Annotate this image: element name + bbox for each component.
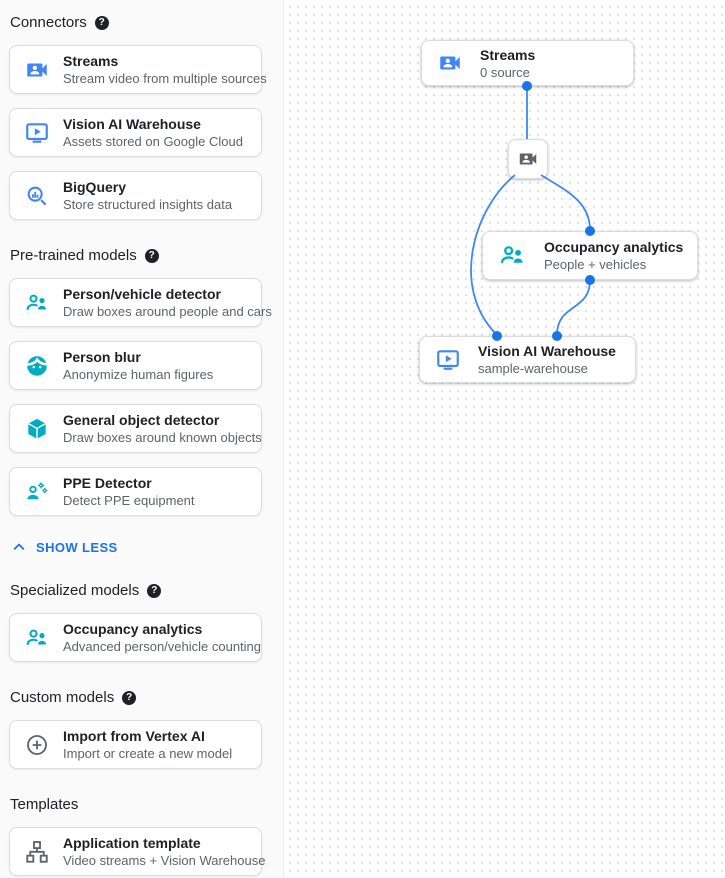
section-title-text: Connectors [10, 14, 87, 31]
section-header-specialized-models: Specialized models ? [10, 582, 283, 599]
card-title: Person blur [63, 349, 141, 365]
section-title-text: Specialized models [10, 582, 140, 599]
sidebar-card-vision-ai-warehouse[interactable]: Vision AI Warehouse Assets stored on Goo… [9, 108, 262, 157]
node-title: Occupancy analytics [544, 239, 684, 255]
card-title: Person/vehicle detector [63, 286, 221, 302]
sidebar-card-person-vehicle-detector[interactable]: Person/vehicle detector Draw boxes aroun… [9, 278, 272, 327]
card-title: BigQuery [63, 179, 127, 195]
node-subtitle: 0 source [480, 64, 530, 80]
graph-edges [470, 81, 595, 341]
help-icon[interactable]: ? [144, 248, 159, 263]
section-title-text: Custom models [10, 689, 115, 706]
component-sidebar: Connectors ? Streams Stream video from m… [0, 0, 284, 878]
edge-camera-to-occupancy [540, 174, 591, 231]
node-stream-source[interactable] [508, 139, 548, 179]
help-icon[interactable]: ? [122, 690, 137, 705]
section-header-pretrained-models: Pre-trained models ? [10, 247, 283, 264]
video-camera-front-icon [437, 50, 463, 76]
node-streams[interactable]: Streams 0 source [421, 40, 634, 86]
card-subtitle: Draw boxes around known objects [63, 430, 262, 445]
node-title: Streams [480, 46, 536, 63]
sidebar-card-streams[interactable]: Streams Stream video from multiple sourc… [9, 45, 267, 94]
card-subtitle: Anonymize human figures [63, 367, 214, 382]
card-subtitle: Import or create a new model [63, 746, 233, 761]
face-icon [24, 353, 50, 379]
card-title: General object detector [63, 412, 220, 428]
card-title: Streams [63, 53, 119, 69]
section-title-text: Pre-trained models [10, 247, 137, 264]
section-header-custom-models: Custom models ? [10, 689, 283, 706]
video-camera-front-icon [517, 148, 539, 170]
person-gear-icon [24, 479, 50, 505]
card-subtitle: Assets stored on Google Cloud [63, 134, 243, 149]
card-subtitle: Store structured insights data [63, 197, 233, 212]
people-group-icon [24, 625, 50, 651]
edge-occupancy-to-warehouse [556, 279, 591, 336]
node-subtitle: People + vehicles [544, 257, 647, 272]
card-title: Application template [63, 835, 201, 851]
node-subtitle: sample-warehouse [478, 361, 588, 376]
card-title: Vision AI Warehouse [63, 116, 201, 132]
people-group-icon [24, 290, 50, 316]
card-subtitle: Advanced person/vehicle counting [63, 639, 262, 654]
graph-canvas[interactable]: Streams 0 source Occupancy analytics Peo… [284, 0, 725, 878]
card-subtitle: Draw boxes around people and cars [63, 304, 272, 319]
card-title: PPE Detector [63, 475, 152, 491]
section-title-text: Templates [10, 796, 79, 813]
smart-display-icon [435, 347, 461, 373]
chevron-up-icon [11, 539, 27, 555]
section-header-connectors: Connectors ? [10, 14, 283, 31]
show-less-label: SHOW LESS [36, 539, 118, 555]
card-subtitle: Stream video from multiple sources [63, 71, 267, 86]
card-subtitle: Video streams + Vision Warehouse [63, 853, 266, 868]
add-circle-icon [24, 732, 50, 758]
cube-icon [24, 416, 50, 442]
help-icon[interactable]: ? [94, 15, 109, 30]
sidebar-card-person-blur[interactable]: Person blur Anonymize human figures [9, 341, 262, 390]
card-subtitle: Detect PPE equipment [63, 493, 195, 508]
people-group-icon [498, 241, 527, 270]
schema-icon [24, 839, 50, 865]
sidebar-card-ppe-detector[interactable]: PPE Detector Detect PPE equipment [9, 467, 262, 516]
sidebar-card-application-template[interactable]: Application template Video streams + Vis… [9, 827, 266, 876]
bigquery-search-icon [24, 183, 50, 209]
node-occupancy-analytics[interactable]: Occupancy analytics People + vehicles [482, 231, 698, 280]
sidebar-card-occupancy-analytics[interactable]: Occupancy analytics Advanced person/vehi… [9, 613, 262, 662]
smart-display-icon [24, 120, 50, 146]
sidebar-card-bigquery[interactable]: BigQuery Store structured insights data [9, 171, 262, 220]
section-header-templates: Templates [10, 796, 283, 813]
video-camera-front-icon [24, 57, 50, 83]
show-less-button[interactable]: SHOW LESS [11, 539, 283, 555]
sidebar-card-general-object-detector[interactable]: General object detector Draw boxes aroun… [9, 404, 262, 453]
card-title: Import from Vertex AI [63, 728, 205, 744]
help-icon[interactable]: ? [147, 583, 162, 598]
sidebar-card-import-from-vertex-ai[interactable]: Import from Vertex AI Import or create a… [9, 720, 262, 769]
card-title: Occupancy analytics [63, 621, 203, 637]
node-vision-ai-warehouse[interactable]: Vision AI Warehouse sample-warehouse [419, 336, 636, 383]
node-title: Vision AI Warehouse [478, 343, 616, 359]
